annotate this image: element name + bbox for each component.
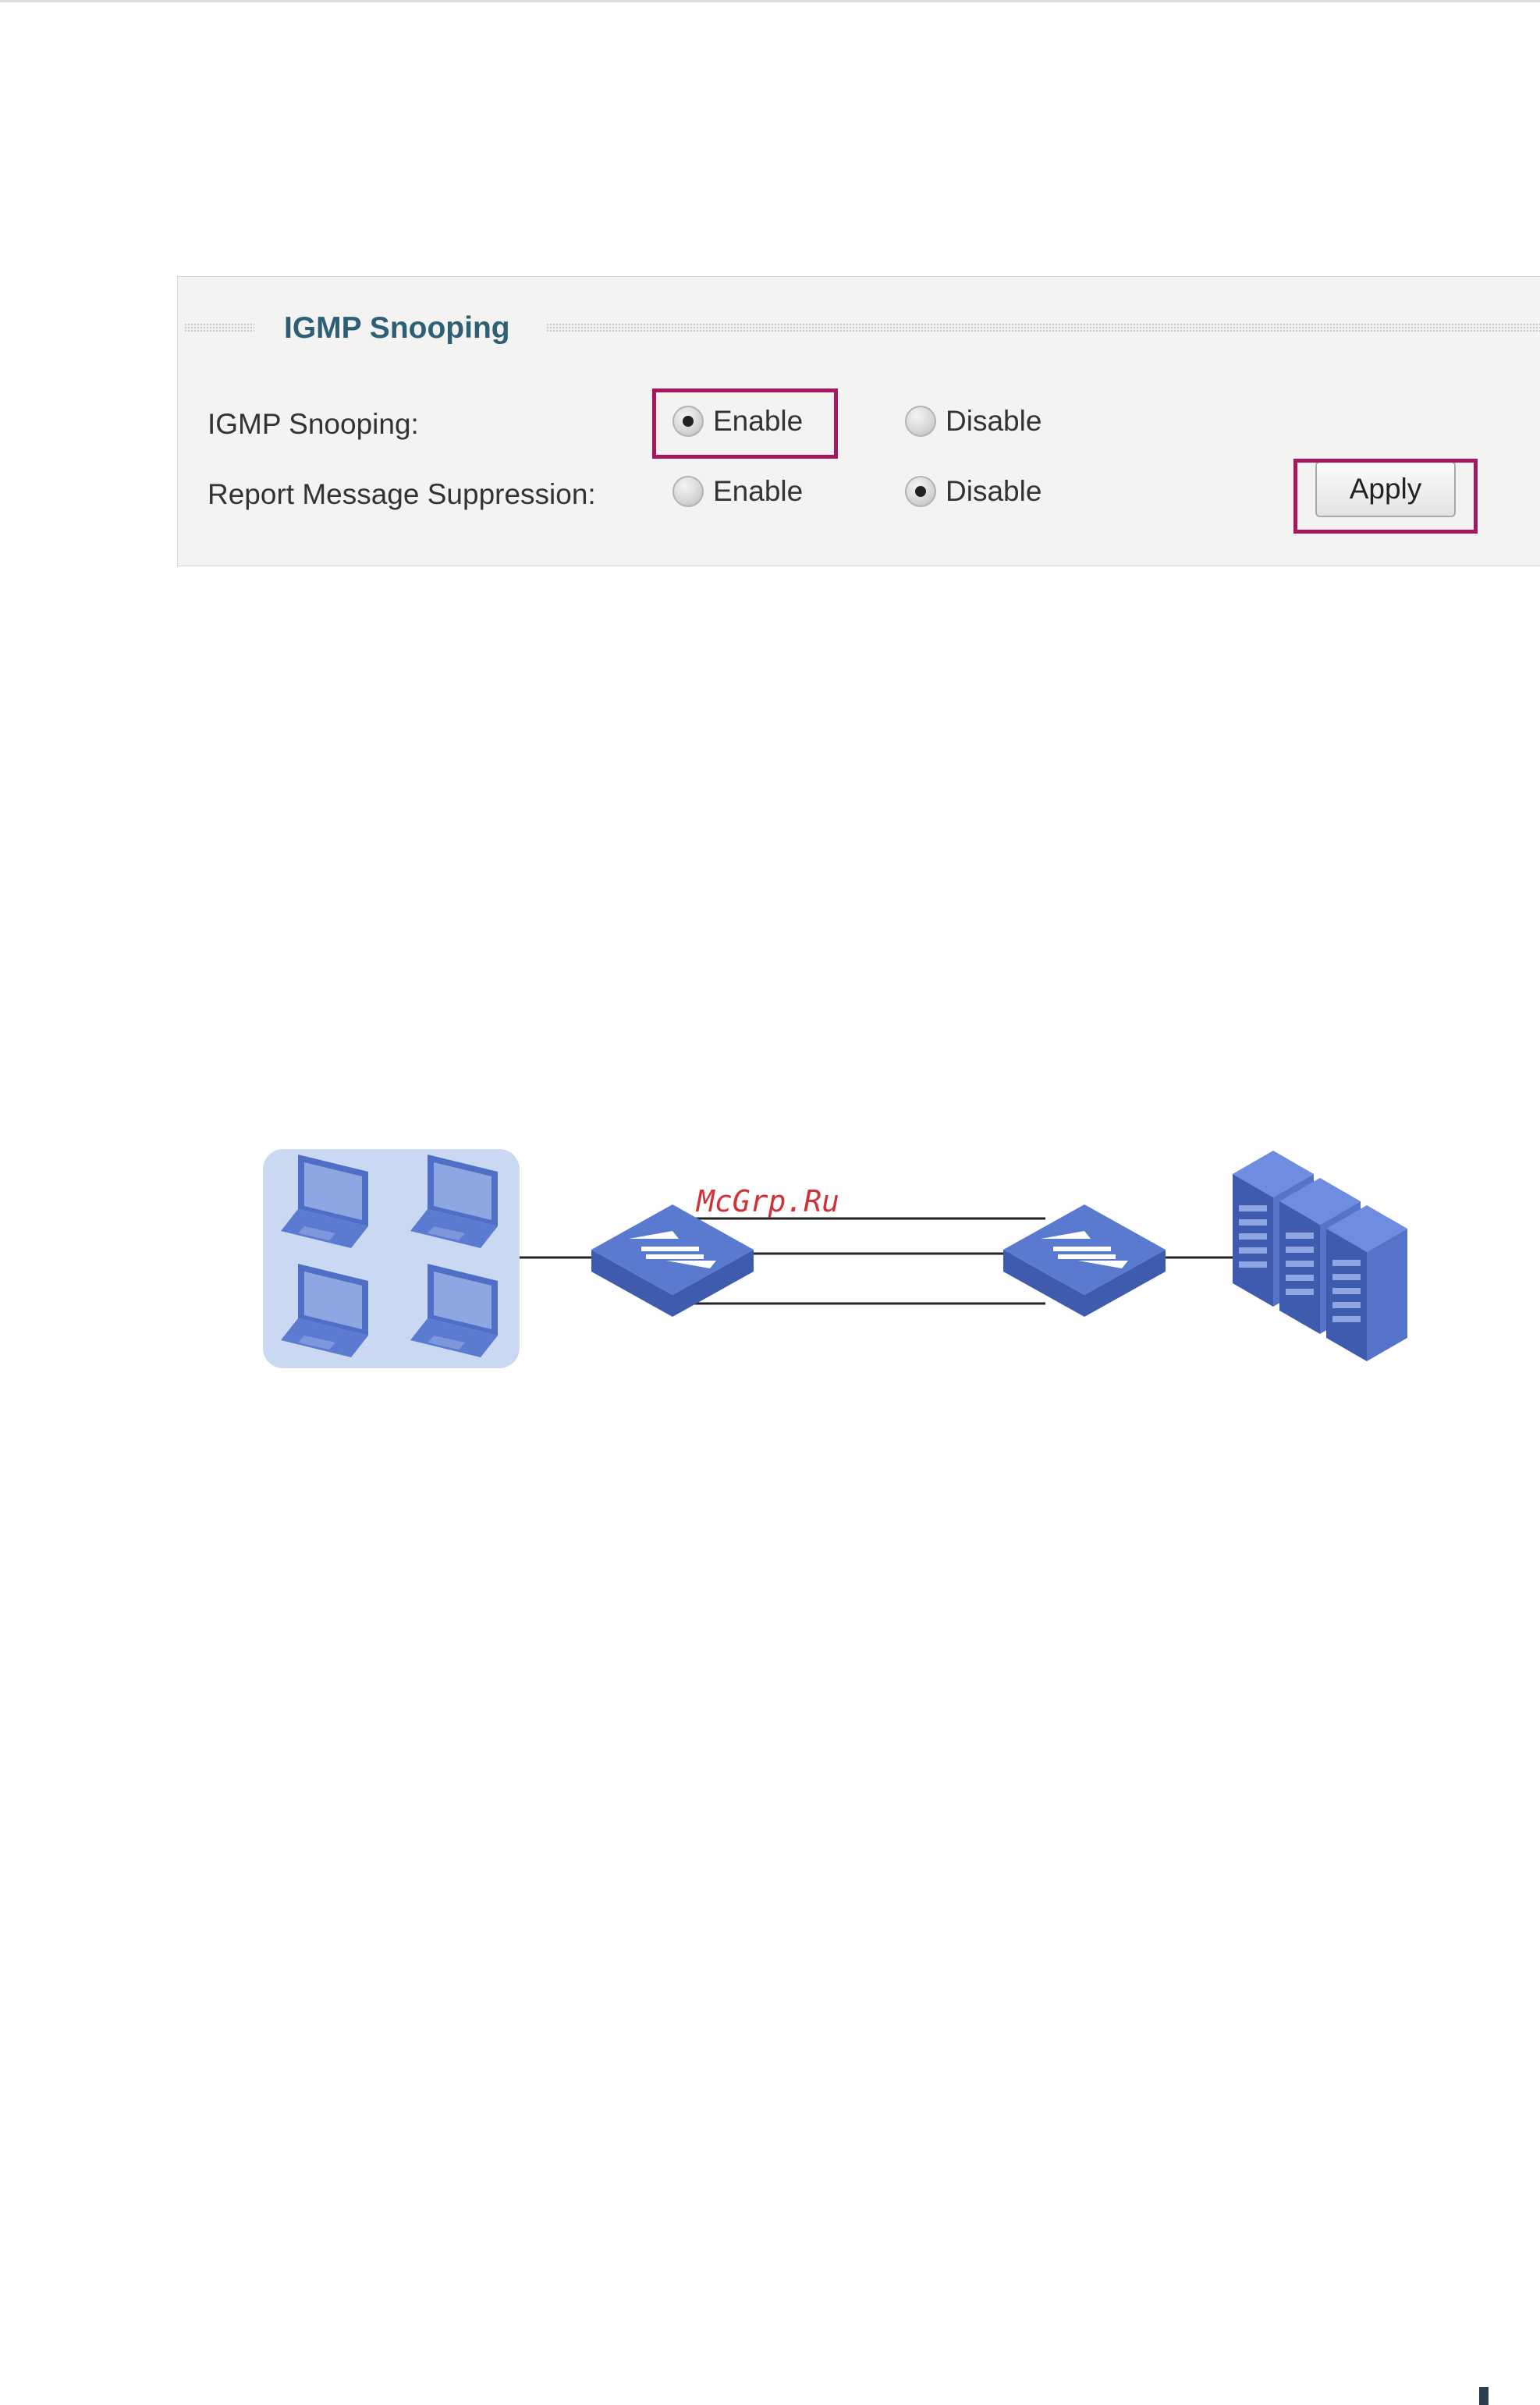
legend-divider-right [546, 323, 1540, 332]
panel-title: IGMP Snooping [284, 311, 510, 346]
report-suppression-disable-radio[interactable]: Disable [905, 475, 1041, 508]
radio-unchecked-icon [672, 476, 704, 507]
switch-icon [591, 1204, 754, 1317]
switch-icon [1003, 1204, 1166, 1317]
network-topology-diagram [0, 1123, 1540, 1404]
igmp-snooping-label: IGMP Snooping: [208, 408, 419, 441]
radio-checked-icon [905, 476, 936, 507]
page-corner-mark [1479, 2387, 1489, 2405]
legend-divider-left [184, 323, 254, 332]
radio-label: Disable [946, 475, 1041, 508]
report-suppression-enable-radio[interactable]: Enable [672, 475, 803, 508]
server-icon [1326, 1205, 1407, 1361]
top-border [0, 0, 1540, 2]
radio-unchecked-icon [905, 406, 936, 437]
radio-label: Disable [946, 405, 1041, 438]
enable-highlight-box [652, 388, 838, 459]
igmp-snooping-disable-radio[interactable]: Disable [905, 405, 1041, 438]
radio-label: Enable [713, 475, 803, 508]
report-message-suppression-label: Report Message Suppression: [208, 478, 596, 511]
apply-highlight-box [1293, 459, 1478, 534]
igmp-snooping-panel: IGMP Snooping IGMP Snooping: Enable Disa… [177, 276, 1540, 566]
watermark-text: McGrp.Ru [697, 1184, 839, 1218]
